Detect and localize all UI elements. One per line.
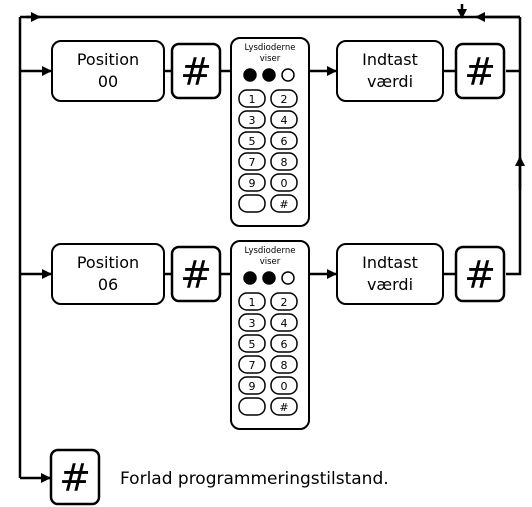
keypad-key <box>238 355 266 374</box>
position-label: Position <box>77 253 139 272</box>
enter-value-box <box>336 243 444 305</box>
keypad-key <box>270 89 298 108</box>
exit-label: Forlad programmeringstilstand. <box>120 469 389 489</box>
keypad-title-line2: viser <box>260 257 281 267</box>
keypad-key-label: 2 <box>281 93 288 106</box>
hash-key-box <box>170 245 222 303</box>
keypad-key <box>238 376 266 395</box>
keypad-key <box>270 152 298 171</box>
exit-hash-key-box <box>49 448 101 506</box>
keypad-key-label: 9 <box>249 177 256 190</box>
hash-key-label-2: # <box>464 50 496 94</box>
keypad-key <box>270 376 298 395</box>
keypad-key-label: # <box>279 198 288 211</box>
keypad-key <box>270 292 298 311</box>
keypad-key <box>270 131 298 150</box>
keypad-key <box>238 110 266 129</box>
led-indicator <box>262 68 276 82</box>
keypad-key-label: # <box>279 401 288 414</box>
position-label: Position <box>77 50 139 69</box>
keypad-key <box>238 397 266 416</box>
keypad-key <box>238 334 266 353</box>
keypad-key <box>270 355 298 374</box>
keypad-key <box>270 173 298 192</box>
hash-key-box <box>170 42 222 100</box>
keypad-key-label: 7 <box>249 359 256 372</box>
connector-lines <box>18 4 525 483</box>
position-number: 06 <box>98 275 118 294</box>
keypad-key-label: 5 <box>249 338 256 351</box>
keypad-title-line1: Lysdioderne <box>245 43 296 53</box>
position-box <box>51 40 165 102</box>
keypad-key-label: 8 <box>281 359 288 372</box>
exit-step: # Forlad programmeringstilstand. <box>49 448 389 506</box>
exit-hash-key-label: # <box>59 456 91 500</box>
hash-key-label: # <box>180 253 212 297</box>
keypad-key-label: 0 <box>281 380 288 393</box>
led-indicator <box>281 68 295 82</box>
keypad-key <box>238 152 266 171</box>
keypad-key-label: 9 <box>249 380 256 393</box>
keypad-key <box>238 131 266 150</box>
enter-value-line2: værdi <box>367 72 413 91</box>
position-number: 00 <box>98 72 118 91</box>
keypad-key-label: 1 <box>249 296 256 309</box>
enter-value-line1: Indtast <box>362 253 418 272</box>
keypad-key <box>270 397 298 416</box>
led-indicator <box>281 271 295 285</box>
hash-key-box-2 <box>454 42 506 100</box>
keypad-key <box>270 313 298 332</box>
keypad-key-label: 5 <box>249 135 256 148</box>
hash-key-label-2: # <box>464 253 496 297</box>
keypad-key <box>238 313 266 332</box>
right-return-line <box>506 158 522 276</box>
hash-key-label: # <box>180 50 212 94</box>
keypad-key-label: 1 <box>249 93 256 106</box>
led-indicator <box>243 271 257 285</box>
keypad-key <box>270 194 298 213</box>
enter-value-box <box>336 40 444 102</box>
keypad-key-label: 3 <box>249 317 256 330</box>
keypad-key-label: 0 <box>281 177 288 190</box>
keypad-key <box>270 110 298 129</box>
keypad-key-label: 7 <box>249 156 256 169</box>
keypad-key-label: 2 <box>281 296 288 309</box>
keypad-key-label: 3 <box>249 114 256 127</box>
led-indicator <box>243 68 257 82</box>
keypad-title-line1: Lysdioderne <box>245 246 296 256</box>
enter-value-line2: værdi <box>367 275 413 294</box>
keypad-title-line2: viser <box>260 54 281 64</box>
keypad-key-label: 8 <box>281 156 288 169</box>
keypad-key-label: 6 <box>281 338 288 351</box>
keypad-key-label: 6 <box>281 135 288 148</box>
keypad-key <box>270 334 298 353</box>
position-box <box>51 243 165 305</box>
keypad-key <box>238 292 266 311</box>
keypad-key <box>238 173 266 192</box>
keypad-key-label: 4 <box>281 317 288 330</box>
keypad-key-label: 4 <box>281 114 288 127</box>
led-indicator <box>262 271 276 285</box>
keypad-key <box>238 194 266 213</box>
enter-value-line1: Indtast <box>362 50 418 69</box>
hash-key-box-2 <box>454 245 506 303</box>
keypad-key <box>238 89 266 108</box>
